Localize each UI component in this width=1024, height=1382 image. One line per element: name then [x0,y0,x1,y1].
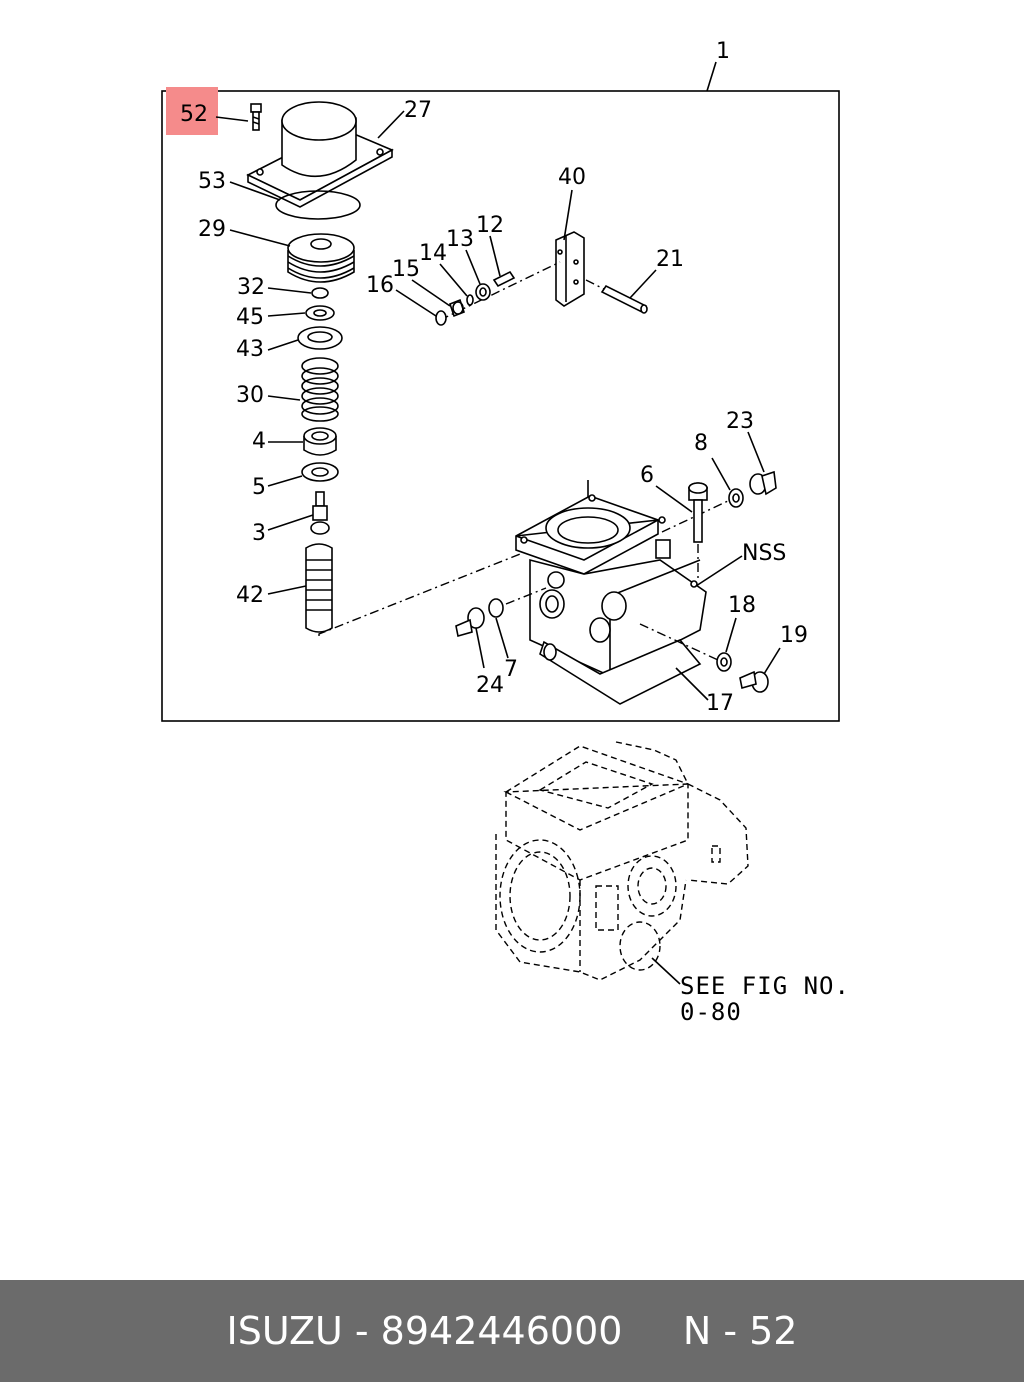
spring-seat-43-part [297,326,343,350]
callout-8[interactable]: 8 [694,431,708,456]
nut-4-part [303,427,337,456]
callout-15[interactable]: 15 [392,257,420,282]
assembly-frame [161,90,840,722]
washer-14-part [466,294,474,306]
callout-14[interactable]: 14 [419,241,447,266]
reference-note-line1: SEE FIG NO. [680,972,850,1000]
bolt-6-part [688,482,708,543]
reference-note-line2: 0-80 [680,998,742,1026]
ring-16-part [435,310,447,326]
bushing-15-part [449,298,465,318]
callout-13[interactable]: 13 [446,227,474,252]
spring-30-part [301,357,339,422]
callout-40[interactable]: 40 [558,165,586,190]
callout-32[interactable]: 32 [237,275,265,300]
callout-16[interactable]: 16 [366,273,394,298]
callout-7[interactable]: 7 [504,657,518,682]
washer-45-part [305,305,335,321]
washer-18-part [716,652,732,672]
washer-32-part [311,287,329,299]
diaphragm-29-part [287,233,355,283]
callout-42[interactable]: 42 [236,583,264,608]
highlight-box-52 [166,87,218,135]
callout-18[interactable]: 18 [728,593,756,618]
callout-6[interactable]: 6 [640,463,654,488]
reference-housing-drawing [495,741,749,981]
callout-1: 1 [716,39,730,64]
plug-7-part [488,598,504,618]
callout-17[interactable]: 17 [706,691,734,716]
pin-12-part [492,270,516,288]
callout-52[interactable]: 52 [180,102,208,127]
callout-21[interactable]: 21 [656,247,684,272]
washer-8-part [728,488,744,508]
callout-12[interactable]: 12 [476,213,504,238]
callout-29[interactable]: 29 [198,217,226,242]
exploded-parts-diagram: 1 52 27 53 29 32 45 [161,39,850,1026]
callout-53[interactable]: 53 [198,169,226,194]
callout-4[interactable]: 4 [252,429,266,454]
footer-bar: ISUZU - 8942446000 N - 52 [0,1280,1024,1382]
cover-27-part [246,101,394,208]
washer-5-part [301,462,339,482]
callout-23[interactable]: 23 [726,409,754,434]
pin-21-part [600,284,648,314]
callout-43[interactable]: 43 [236,337,264,362]
callout-45[interactable]: 45 [236,305,264,330]
boot-42-part [305,543,333,633]
nut-13-part [475,283,491,301]
callout-nss[interactable]: NSS [742,541,786,566]
plug-23-part [749,470,777,496]
callout-24[interactable]: 24 [476,673,504,698]
callout-19[interactable]: 19 [780,623,808,648]
callout-5[interactable]: 5 [252,475,266,500]
gasket-53-part [275,190,361,220]
callout-3[interactable]: 3 [252,521,266,546]
bolt-52-part [250,103,262,131]
valve-3-part [310,491,330,535]
bracket-40-part [555,231,585,307]
screw-19-part [739,670,769,693]
callout-27[interactable]: 27 [404,98,432,123]
part-number-caption: ISUZU - 8942446000 N - 52 [226,1309,798,1353]
valve-body-part [515,494,707,705]
bolt-24-part [455,607,485,638]
callout-30[interactable]: 30 [236,383,264,408]
